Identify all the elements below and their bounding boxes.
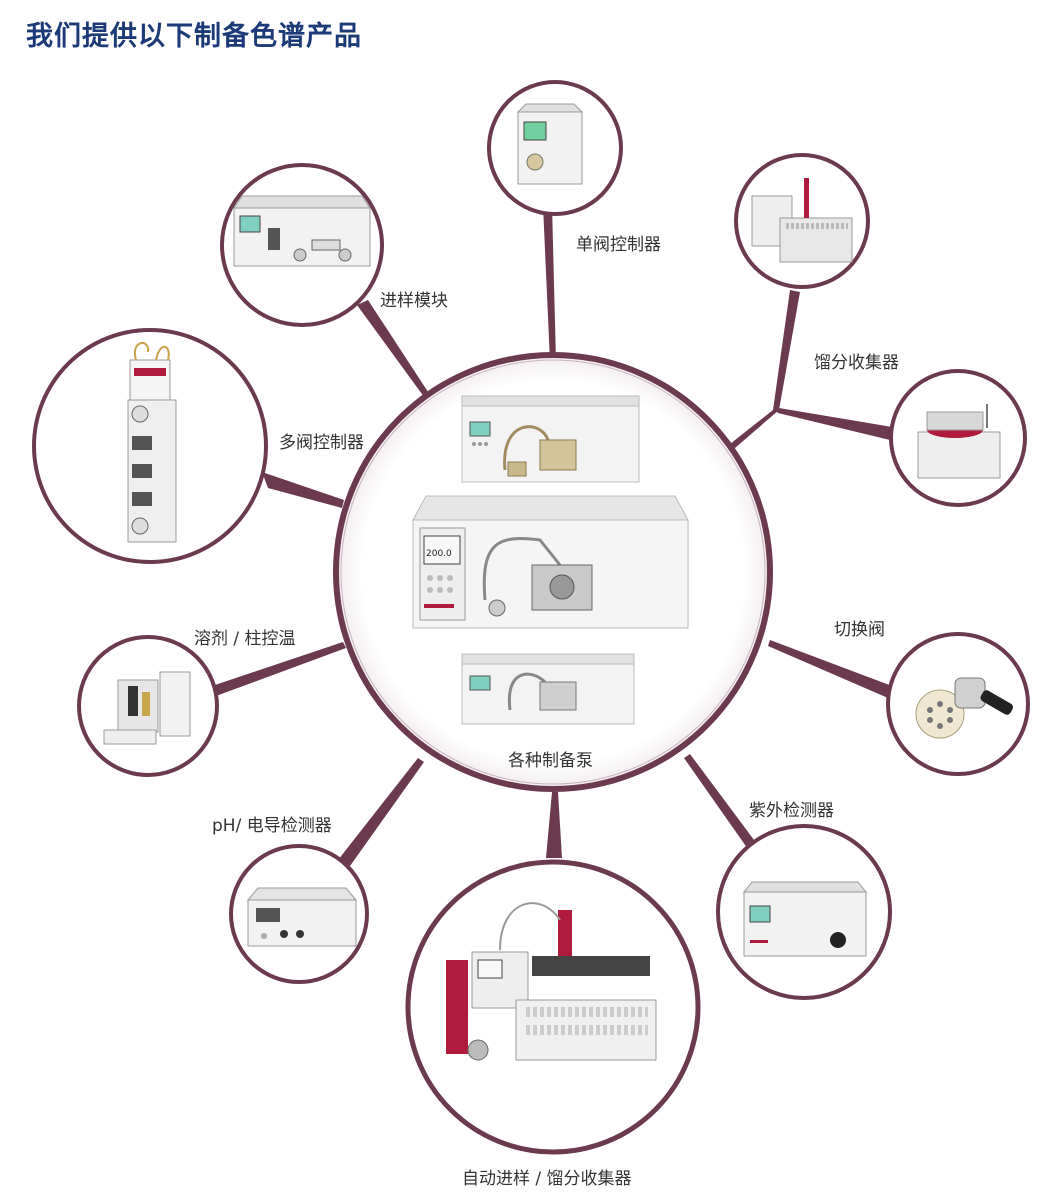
label-fraction-collector: 馏分收集器 [814, 353, 899, 373]
multi-valve-tower-icon [127, 342, 177, 543]
connector-ph-detector [338, 758, 424, 866]
node-solvent-column-temp [77, 635, 219, 777]
page-title: 我们提供以下制备色谱产品 [26, 21, 362, 52]
switching-valve-icon [915, 677, 1013, 739]
autosampler-collector-icon [446, 902, 657, 1061]
ph-detector-icon [246, 887, 358, 947]
preparative-pump-top-icon [461, 395, 640, 483]
column-oven-icon [103, 671, 191, 745]
preparative-pump-main-icon: 200.0 [412, 495, 689, 629]
hub-node: 200.0 [333, 352, 773, 792]
label-hub-pumps: 各种制备泵 [508, 751, 593, 771]
label-sample-injection-module: 进样模块 [380, 291, 448, 311]
pump-screen-value: 200.0 [426, 549, 452, 559]
fraction-collector-icon [751, 178, 853, 263]
single-valve-controller-icon [516, 103, 584, 185]
label-ph-conductivity-detector: pH/ 电导检测器 [212, 816, 332, 836]
connector-autosampler [546, 792, 562, 858]
connector-injection-module [357, 300, 432, 401]
node-autosampler-fraction-collector [405, 859, 701, 1155]
uv-detector-icon [742, 881, 868, 957]
connectors [212, 205, 892, 866]
injection-module-icon [233, 195, 371, 267]
label-solvent-column-temp: 溶剂 / 柱控温 [194, 629, 296, 649]
node-fraction-collector [734, 153, 870, 289]
node-ph-conductivity-detector [229, 844, 369, 984]
node-fraction-collector-small [889, 369, 1027, 507]
label-multi-valve-controller: 多阀控制器 [279, 433, 364, 453]
label-single-valve-controller: 单阀控制器 [576, 235, 661, 255]
connector-column-temp [212, 642, 346, 696]
node-switching-valve [886, 632, 1030, 776]
preparative-pump-bottom-icon [461, 653, 635, 725]
connector-multi-valve [262, 472, 344, 508]
label-uv-detector: 紫外检测器 [749, 801, 834, 821]
node-uv-detector [716, 824, 892, 1000]
connector-branch-upper [730, 410, 779, 448]
node-sample-injection-module [220, 163, 384, 327]
carousel-collector-icon [917, 404, 1001, 479]
label-autosampler-fraction-collector: 自动进样 / 馏分收集器 [462, 1169, 632, 1189]
connector-branch-right [773, 407, 892, 440]
connector-switching-valve [768, 640, 892, 698]
connector-uv-detector [684, 754, 760, 852]
node-single-valve-controller [487, 80, 623, 216]
connector-fraction-collector [773, 290, 800, 410]
node-multi-valve-controller [32, 328, 268, 564]
label-switching-valve: 切换阀 [834, 620, 885, 640]
connector-single-valve [543, 205, 556, 362]
